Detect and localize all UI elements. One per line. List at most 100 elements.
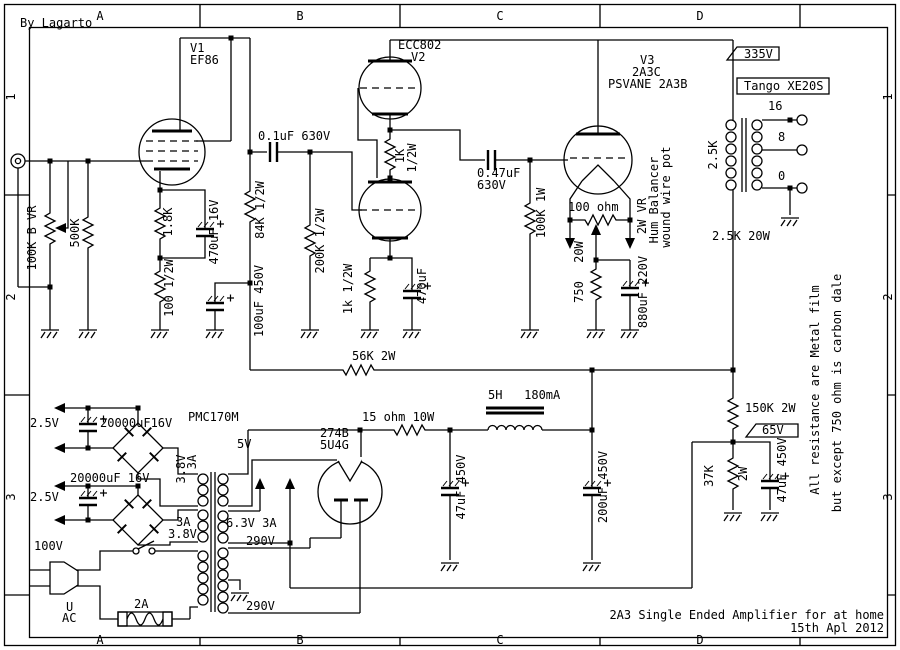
frame-col-a-bottom: A: [96, 633, 104, 647]
ground: [300, 329, 320, 339]
resistor-500k: [82, 213, 94, 251]
arrow-2.5v-d: [54, 515, 65, 525]
ground: [723, 512, 743, 522]
label-volume-pot: 100K B VR: [25, 205, 39, 271]
label-3.8v-b: 3.8V: [168, 527, 197, 541]
frame-row-2-right: 2: [881, 293, 895, 300]
label-resistor-200k: 200K 1/2W: [313, 208, 327, 274]
note-carbon-dale: but except 750 ohm is carbon dale: [830, 274, 844, 512]
label-v2-type: ECC802: [398, 38, 441, 52]
label-cap-470uf16v: 470uF 16V: [207, 199, 221, 264]
drawing-frame: A B C D A B C D 1 2 3 1 2 3: [3, 3, 897, 647]
jack-outer-ring: [10, 153, 26, 169]
label-cap-coupling2b: 630V: [477, 178, 506, 192]
bridge1-outline: [112, 422, 164, 474]
box-tango: [736, 77, 830, 95]
label-3.8v-a: 3.8V: [174, 455, 188, 484]
label-u: U: [66, 600, 73, 614]
label-opt-secondary: 2.5K 20W: [712, 229, 771, 243]
label-rect-type: 274B: [320, 426, 349, 440]
frame-col-a-top: A: [96, 9, 104, 23]
terminal-16: [796, 114, 808, 126]
label-hum-note3: wound wire pot: [659, 146, 673, 247]
label-resistor-750: 750: [572, 281, 586, 303]
input-jack: [10, 153, 26, 169]
label-3a-a: 3A: [185, 454, 199, 469]
bridge-rectifier-1: [112, 422, 164, 474]
resistor-750: [590, 265, 602, 303]
ground: [40, 329, 60, 339]
credit-text: By Lagarto: [20, 16, 92, 30]
choke-5h: [486, 406, 544, 431]
label-tap-8: 8: [778, 130, 785, 144]
terminal-0: [796, 182, 808, 194]
resistor-1k-cathode: [364, 267, 376, 305]
capacitors: [77, 140, 791, 507]
arrow-2.5v-b: [54, 443, 65, 453]
schematic-wires: [17, 37, 797, 620]
label-resistor-1k-a: 1K: [393, 148, 407, 163]
plug-prongs: [30, 569, 50, 587]
ground: [205, 329, 225, 339]
frame-col-b-top: B: [296, 9, 303, 23]
tube-v1-ef86: [138, 118, 206, 186]
ground: [620, 329, 640, 339]
terminal-8: [796, 144, 808, 156]
resistor-150k: [727, 394, 739, 432]
label-tap-0: 0: [778, 169, 785, 183]
v2a-envelope: [358, 56, 422, 120]
arrow-2.5v-a: [54, 403, 65, 413]
label-opt-brand: Tango XE20S: [744, 79, 823, 93]
jack-inner-ring: [14, 157, 22, 165]
bridge-rectifier-2: [112, 494, 164, 546]
rect-notch-mask: [337, 457, 363, 482]
ground: [78, 329, 98, 339]
ground: [520, 329, 540, 339]
label-hum-note2: Hum Balancer: [647, 157, 661, 244]
tube-v2-upper: [358, 56, 422, 120]
pot-wipers: [55, 223, 601, 235]
label-resistor-1k-b: 1/2W: [405, 143, 419, 173]
frame-outer: [3, 3, 897, 647]
ground: [582, 562, 602, 572]
bridge2-outline: [112, 494, 164, 546]
label-fuse-2a: 2A: [134, 597, 149, 611]
note-metal-film: All resistance are Metal film: [808, 285, 822, 495]
frame-row-1-left: 1: [4, 93, 18, 100]
label-cap-47uf-psu: 47uF 450V: [454, 454, 468, 519]
resistors: [44, 135, 739, 492]
label-335v: 335V: [744, 47, 773, 61]
label-resistor-100k: 100K 1W: [534, 187, 548, 238]
ground: [760, 512, 780, 522]
label-65v: 65V: [762, 423, 784, 437]
label-3a-b: 3A: [176, 515, 191, 529]
rect-filament: [337, 460, 363, 483]
frame-row-2-left: 2: [4, 293, 18, 300]
label-resistor-150k: 150K 2W: [745, 401, 796, 415]
mains-input: [30, 540, 173, 627]
label-v1-designator: V1: [190, 41, 204, 55]
v1-grids: [146, 140, 198, 162]
label-hum-pot: 100 ohm: [568, 200, 619, 214]
arrow-filament-right: [625, 238, 635, 249]
label-tap-16: 16: [768, 99, 782, 113]
arrow-heater-ref-a: [255, 478, 265, 489]
label-v1-type: EF86: [190, 53, 219, 67]
label-resistor-1.8k: 1.8K: [161, 207, 175, 237]
power-transformer: [197, 472, 229, 614]
choke-winding: [487, 424, 543, 431]
label-resistor-84k: 84K 1/2W: [253, 180, 267, 239]
label-cap-20000-1: 20000uF16V: [100, 416, 172, 430]
v3-filament: [581, 164, 615, 182]
v3-envelope: [563, 125, 633, 195]
label-cap-200uf: 200uF 450V: [596, 451, 610, 523]
label-rect-alt: 5U4G: [320, 438, 349, 452]
cap-0.1uf-symbol: [268, 140, 279, 164]
resistor-hum-pot: [581, 214, 619, 226]
label-100v: 100V: [34, 539, 63, 553]
frame-col-d-bottom: D: [696, 633, 703, 647]
label-resistor-500k: 500K: [68, 218, 82, 248]
hum-wiper-arrow: [591, 224, 601, 235]
